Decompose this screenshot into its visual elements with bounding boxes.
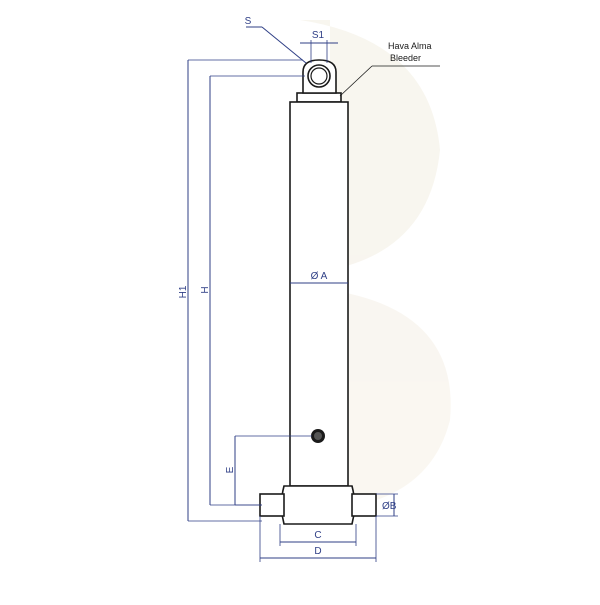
- main-tube: [289, 101, 349, 487]
- label-a: Ø A: [311, 271, 328, 282]
- trunnion-pin-left: [259, 493, 285, 517]
- top-collar: [296, 92, 342, 103]
- label-b: ØB: [382, 501, 397, 512]
- dimension-s: [246, 26, 307, 64]
- dimension-h1: [187, 59, 303, 522]
- dimension-b: [376, 493, 398, 517]
- label-h1: H1: [178, 285, 189, 298]
- oil-port-inner: [314, 432, 322, 440]
- dimension-e: [234, 435, 312, 506]
- dimension-c: [279, 524, 357, 546]
- label-bleeder-en: Bleeder: [390, 53, 421, 63]
- label-bleeder-tr: Hava Alma: [388, 41, 432, 51]
- cylinder-body: [259, 59, 377, 525]
- dimension-d: [259, 516, 377, 562]
- label-d: D: [314, 546, 321, 557]
- label-e: E: [225, 466, 236, 473]
- bleeder-leader: [339, 65, 440, 97]
- eye-inner-ring: [310, 67, 328, 85]
- label-c: C: [314, 530, 321, 541]
- label-h: H: [200, 286, 211, 293]
- dimension-s1: [300, 40, 338, 63]
- label-s1: S1: [312, 30, 325, 41]
- trunnion-block: [280, 485, 356, 525]
- label-s: S: [245, 16, 252, 27]
- trunnion-pin-right: [351, 493, 377, 517]
